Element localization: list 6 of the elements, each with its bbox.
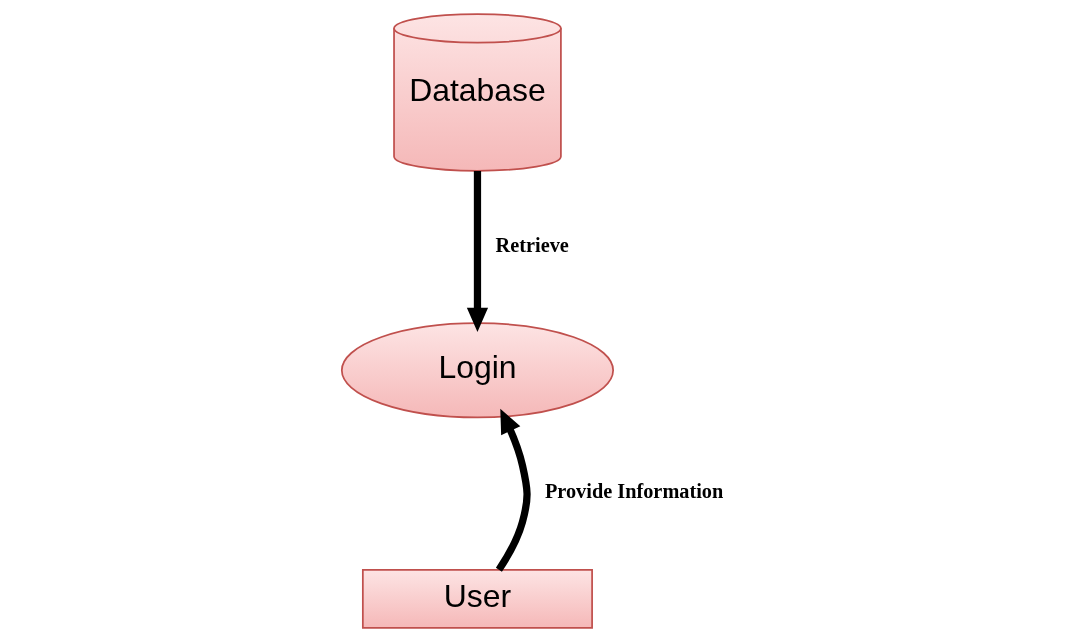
node-ellipse: Login [340,322,614,419]
node-box: User [361,568,593,629]
arrow [466,170,489,332]
edge-label: Provide Information [544,480,724,503]
edge-label: Retrieve [495,233,569,256]
arrow [495,408,531,572]
